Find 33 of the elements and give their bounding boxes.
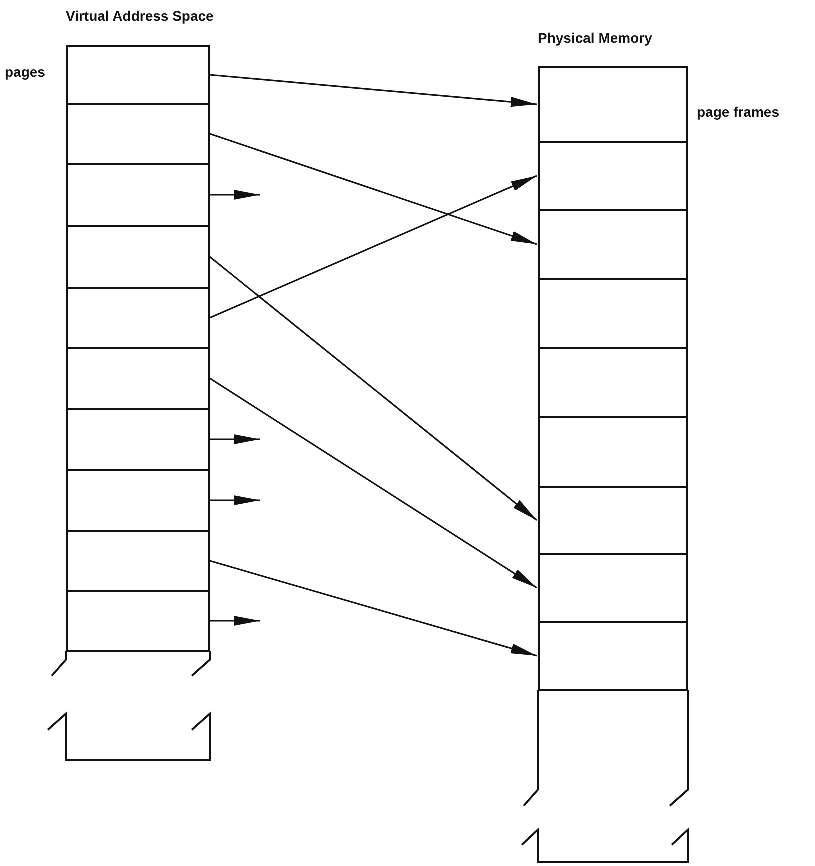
memory-page-cell xyxy=(538,209,688,280)
annotation-label: pages xyxy=(5,64,46,80)
memory-page-cell xyxy=(538,278,688,349)
memory-page-cell xyxy=(66,590,210,652)
memory-page-cell xyxy=(66,103,210,165)
arrow xyxy=(210,616,260,626)
memory-page-cell xyxy=(66,408,210,471)
arrow xyxy=(210,190,260,200)
arrow xyxy=(210,496,260,506)
column-heading: Physical Memory xyxy=(538,30,652,46)
column-heading: Virtual Address Space xyxy=(66,8,214,24)
memory-page-cell xyxy=(66,225,210,289)
memory-page-cell xyxy=(66,287,210,349)
memory-page-cell xyxy=(538,553,688,623)
memory-page-cell xyxy=(66,347,210,410)
memory-page-cell xyxy=(66,163,210,227)
annotation-label: page frames xyxy=(697,104,780,120)
memory-page-cell xyxy=(538,416,688,488)
memory-page-cell xyxy=(66,530,210,592)
memory-page-cell xyxy=(538,621,688,691)
arrow xyxy=(210,256,538,522)
arrow xyxy=(210,560,538,658)
arrow xyxy=(210,175,538,319)
memory-page-cell xyxy=(66,45,210,105)
memory-page-cell xyxy=(538,486,688,555)
memory-page-cell xyxy=(538,66,688,143)
arrow xyxy=(210,434,260,444)
arrow xyxy=(210,378,538,589)
arrow xyxy=(210,74,538,109)
memory-page-cell xyxy=(538,347,688,418)
memory-page-cell xyxy=(66,469,210,532)
memory-page-cell xyxy=(538,141,688,211)
arrow xyxy=(210,133,538,246)
